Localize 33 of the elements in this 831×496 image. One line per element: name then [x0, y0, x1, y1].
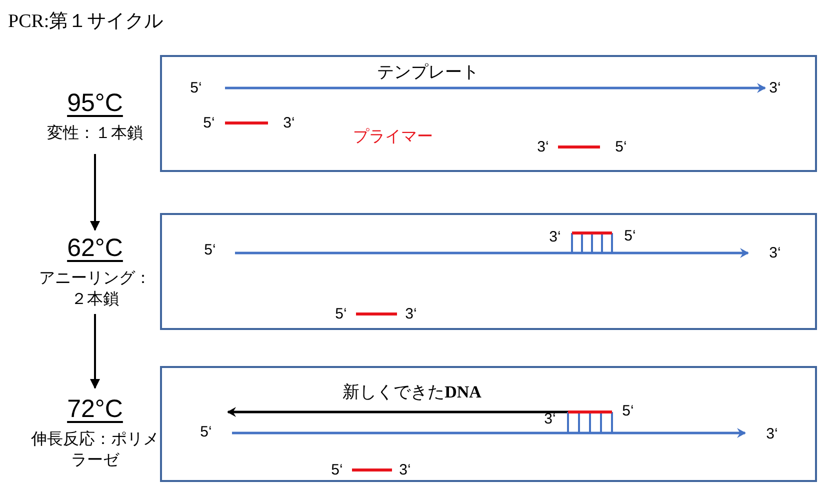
primer-label: プライマー — [353, 127, 433, 148]
strand-label: テンプレート — [377, 62, 479, 84]
temperature-label: 62°C — [67, 234, 123, 263]
step-panel — [160, 366, 817, 482]
end-label: 5‘ — [335, 306, 347, 322]
end-label: 3‘ — [283, 114, 295, 132]
step-panel — [160, 213, 817, 330]
step-panel — [160, 55, 817, 172]
arrow — [90, 154, 100, 231]
end-label: 3‘ — [544, 410, 556, 428]
end-label: 5‘ — [622, 402, 634, 420]
end-label: 5‘ — [203, 114, 215, 132]
end-label: 5‘ — [190, 80, 202, 96]
end-label: 5‘ — [204, 242, 216, 258]
end-label: 5‘ — [331, 462, 343, 478]
temperature-label: 72°C — [67, 394, 123, 424]
end-label: 5‘ — [624, 228, 636, 244]
step-description: 変性：１本鎖 — [47, 124, 143, 144]
title: PCR:第１サイクル — [8, 10, 164, 34]
step-description: アニーリング：２本鎖 — [38, 268, 152, 310]
end-label: 5‘ — [200, 424, 212, 440]
temperature-label: 95°C — [67, 89, 123, 118]
end-label: 3‘ — [399, 462, 411, 478]
end-label: 3‘ — [769, 244, 781, 262]
end-label: 5‘ — [615, 138, 627, 156]
end-label: 3‘ — [537, 138, 549, 156]
arrow — [90, 314, 100, 389]
end-label: 3‘ — [766, 426, 778, 442]
strand-label: 新しくできたDNA — [342, 382, 482, 404]
end-label: 3‘ — [769, 80, 781, 96]
end-label: 3‘ — [405, 306, 417, 322]
step-description: 伸長反応：ポリメラーゼ — [30, 430, 160, 470]
end-label: 3‘ — [549, 228, 561, 246]
